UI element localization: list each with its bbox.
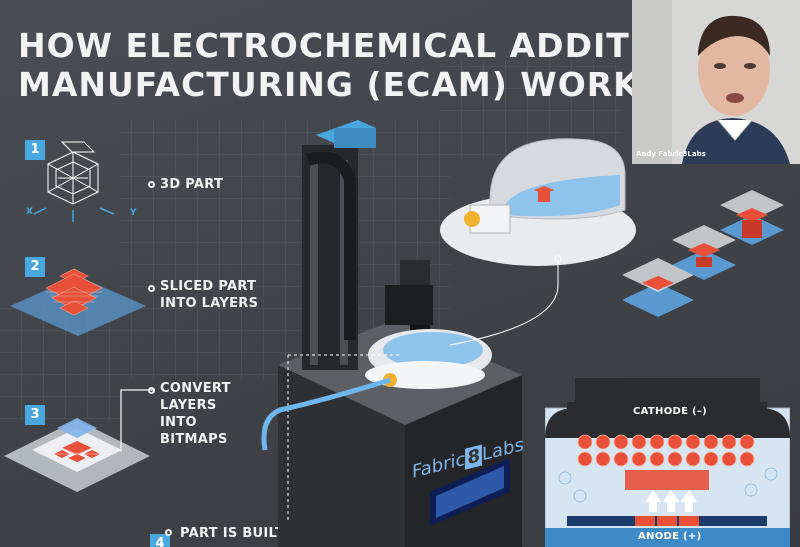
cell-zoom-illustration <box>440 138 636 266</box>
step-3-connector-dot <box>148 387 155 394</box>
step-4-connector-dot <box>165 529 172 536</box>
brand-mark: 8 <box>465 444 482 470</box>
zoom-connector-line <box>449 255 562 346</box>
fluid-tube <box>261 377 391 451</box>
ecam-printer-illustration <box>278 120 522 547</box>
cathode-label: CATHODE (–) <box>633 406 708 417</box>
step-3-label: CONVERT LAYERS INTO BITMAPS <box>160 381 231 447</box>
step-4-badge: 4 <box>150 534 170 547</box>
step-2-connector-dot <box>148 285 155 292</box>
anode-label: ANODE (+) <box>638 531 702 542</box>
axis-x-label: X <box>26 207 34 217</box>
step-3-badge: 3 <box>25 405 45 425</box>
slide-title-line-2: MANUFACTURING (ECAM) WORK <box>18 65 640 104</box>
step-4-label: PART IS BUILT <box>180 526 285 541</box>
layer-growth-sequence <box>622 190 784 317</box>
slide-title-line-1: HOW ELECTROCHEMICAL ADDIT <box>18 26 630 65</box>
participant-name: Andy Fabric8Labs <box>636 150 706 158</box>
step-2-badge: 2 <box>25 257 45 277</box>
step-1-connector-dot <box>148 181 155 188</box>
step-3-bracket <box>120 389 155 452</box>
step-1-label: 3D PART <box>160 177 224 192</box>
axis-y-label: Y <box>130 208 137 218</box>
sliced-part-illustration <box>10 268 146 336</box>
webcam-video-tile[interactable] <box>632 0 800 164</box>
slide-title: HOW ELECTROCHEMICAL ADDIT MANUFACTURING … <box>18 26 640 104</box>
step-2-label: SLICED PART INTO LAYERS <box>160 279 259 311</box>
bitmap-layers-illustration <box>4 418 150 492</box>
electrochemical-cell-diagram <box>545 378 790 547</box>
3d-part-icon <box>33 141 115 222</box>
presenter-video-feed <box>632 0 800 164</box>
step-1-badge: 1 <box>25 140 45 160</box>
